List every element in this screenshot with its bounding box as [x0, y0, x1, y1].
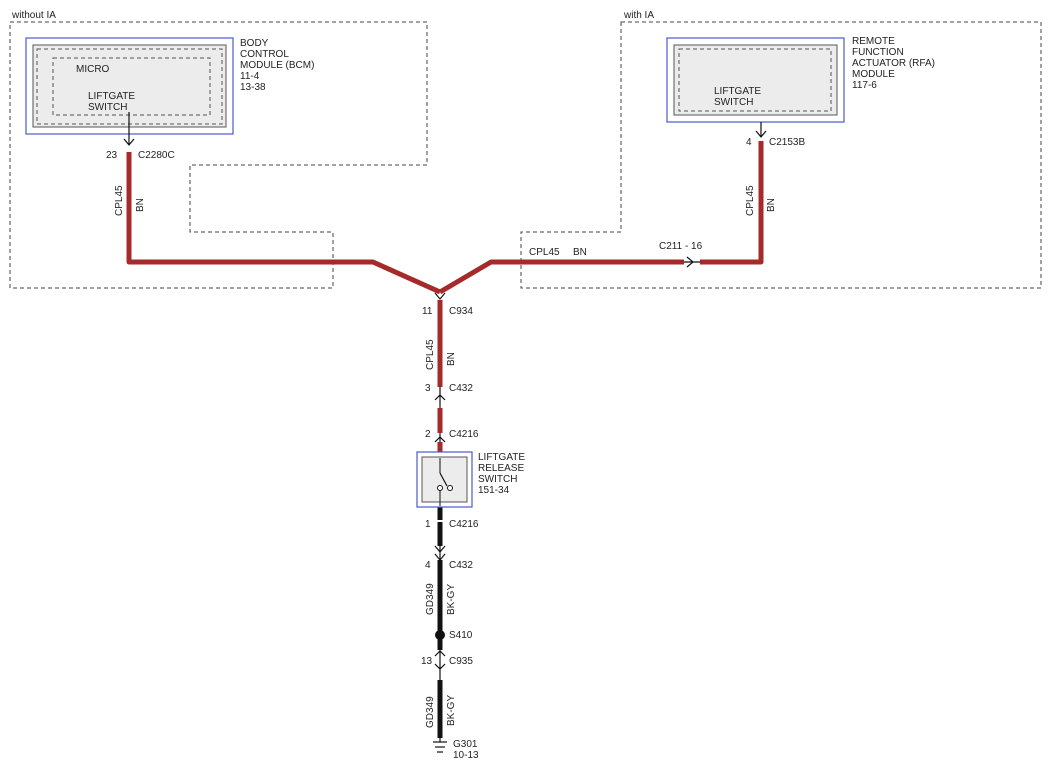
rfa-switch-label-2: SWITCH	[714, 97, 753, 108]
gd349-upper-color: BK-GY	[446, 584, 457, 615]
rfa-wire-circuit: CPL45	[745, 185, 756, 216]
connector-c935	[434, 650, 446, 680]
connector-c432-top	[434, 387, 446, 408]
connector-c4216-top	[434, 433, 446, 443]
c432-bottom-pin: 4	[425, 560, 431, 571]
bcm-switch-label-1: LIFTGATE	[88, 91, 135, 102]
release-switch-name-4: 151-34	[478, 485, 510, 496]
region-with-ia	[520, 21, 1042, 289]
liftgate-release-switch: LIFTGATE RELEASE SWITCH 151-34	[416, 451, 525, 508]
release-switch-name-3: SWITCH	[478, 474, 517, 485]
ground-label: G301	[453, 739, 478, 750]
switch-lever	[439, 472, 448, 487]
horizontal-wire-circuit: CPL45	[529, 247, 560, 258]
rfa-wire-color: BN	[766, 198, 777, 212]
connector-c2153b	[755, 122, 767, 138]
rfa-name-2: FUNCTION	[852, 47, 904, 58]
cpl45-wire-bcm-branch	[126, 152, 442, 295]
c4216-bottom-pin: 1	[425, 519, 431, 530]
bcm-name-1: BODY	[240, 38, 269, 49]
horizontal-wire-color: BN	[573, 247, 587, 258]
c934-wire-color: BN	[446, 352, 457, 366]
bcm-name-4: 11-4	[240, 71, 260, 82]
bcm-micro-label: MICRO	[76, 64, 110, 75]
gd349-lower-color: BK-GY	[446, 695, 457, 726]
rfa-switch-box	[678, 48, 832, 112]
splice-label: S410	[449, 630, 473, 641]
switch-contact-b	[447, 485, 453, 491]
rfa-switch-label-1: LIFTGATE	[714, 86, 761, 97]
rfa-pin: 4	[746, 137, 752, 148]
gd349-upper-circuit: GD349	[425, 583, 436, 615]
bcm-name-3: MODULE (BCM)	[240, 60, 314, 71]
connector-symbols	[123, 112, 767, 680]
bcm-switch-label-2: SWITCH	[88, 102, 127, 113]
cpl45-wire-rfa-branch-b	[700, 141, 764, 265]
bcm-wire-color: BN	[135, 198, 146, 212]
bcm-name-5: 13-38	[240, 82, 266, 93]
region-without-ia	[9, 21, 428, 289]
connector-c934	[434, 292, 446, 300]
c4216-top-connector: C4216	[449, 429, 479, 440]
rfa-name-4: MODULE	[852, 69, 895, 80]
bcm-switch-box	[52, 57, 211, 116]
connector-c4216-bottom	[434, 545, 446, 560]
bcm-pin: 23	[106, 150, 118, 161]
release-switch-name-1: LIFTGATE	[478, 452, 525, 463]
c4216-bottom-connector: C4216	[449, 519, 479, 530]
region-label-without-ia: without IA	[11, 10, 56, 21]
bcm-module: MICRO LIFTGATE SWITCH BODY CONTROL MODUL…	[25, 37, 314, 135]
rfa-name-1: REMOTE	[852, 36, 895, 47]
cpl45-wire-rfa-branch-a	[438, 259, 684, 295]
c934-wire-circuit: CPL45	[425, 339, 436, 370]
cpl45-wires	[126, 141, 764, 456]
connector-c432-bottom	[434, 553, 446, 561]
connector-c211	[684, 256, 700, 268]
c935-connector: C935	[449, 656, 473, 667]
c934-pin: 11	[422, 306, 433, 317]
rfa-connector: C2153B	[769, 137, 805, 148]
rfa-name-5: 117-6	[852, 80, 877, 91]
c935-pin: 13	[421, 656, 433, 667]
release-switch-inner	[421, 456, 468, 503]
bcm-wire-circuit: CPL45	[114, 185, 125, 216]
c432-top-connector: C432	[449, 383, 473, 394]
switch-contact-a	[437, 485, 443, 491]
region-label-with-ia: with IA	[623, 10, 654, 21]
ground-ref: 10-13	[453, 750, 479, 761]
c934-connector: C934	[449, 306, 473, 317]
c4216-top-pin: 2	[425, 429, 431, 440]
ground-symbol	[433, 738, 447, 753]
c432-top-pin: 3	[425, 383, 431, 394]
bcm-name-2: CONTROL	[240, 49, 289, 60]
splice-s410	[435, 630, 445, 640]
rfa-inner-box	[673, 44, 838, 116]
bcm-connector: C2280C	[138, 150, 175, 161]
inline-connector-c211: C211 - 16	[659, 241, 703, 252]
gd349-lower-circuit: GD349	[425, 696, 436, 728]
rfa-module: LIFTGATE SWITCH REMOTE FUNCTION ACTUATOR…	[666, 36, 935, 123]
release-switch-name-2: RELEASE	[478, 463, 524, 474]
connector-c2280c	[123, 112, 135, 146]
c432-bottom-connector: C432	[449, 560, 473, 571]
rfa-name-3: ACTUATOR (RFA)	[852, 58, 935, 69]
